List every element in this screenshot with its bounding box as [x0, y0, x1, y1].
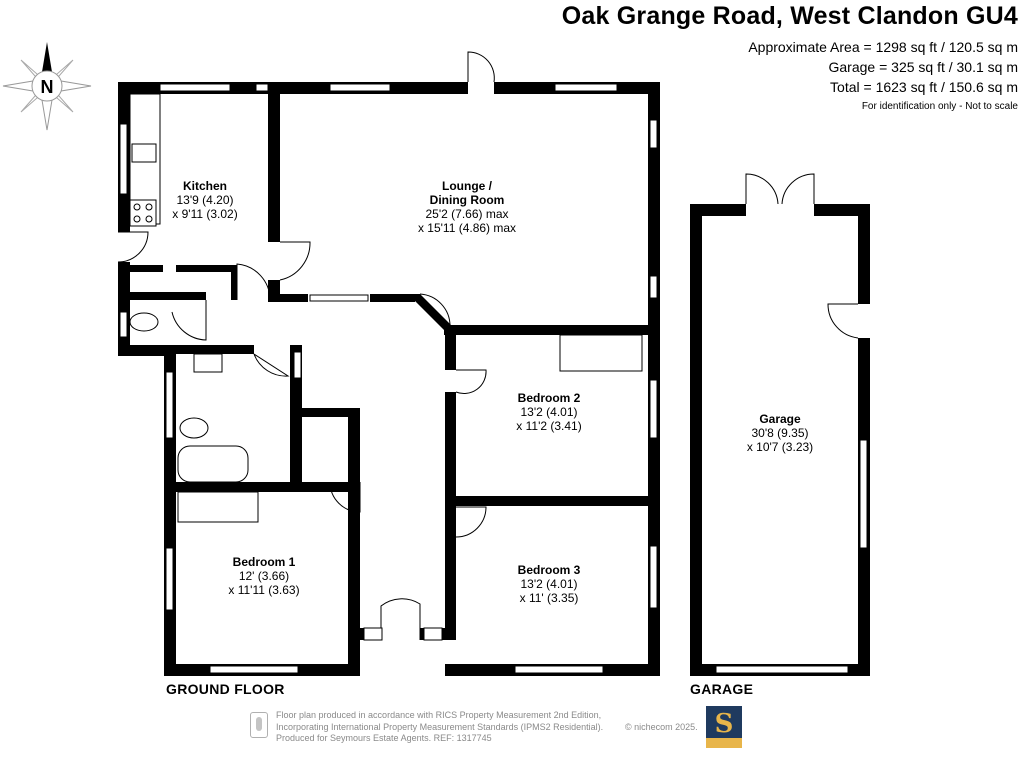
footer-line-3: Produced for Seymours Estate Agents. REF…: [276, 733, 492, 743]
bedroom3-name: Bedroom 3: [518, 563, 581, 577]
footer-notes: Floor plan produced in accordance with R…: [276, 710, 603, 745]
kitchen-dim1: 13'9 (4.20): [177, 193, 234, 207]
room-labels: Kitchen 13'9 (4.20) x 9'11 (3.02) Lounge…: [172, 179, 813, 605]
wardrobe-bedroom1: [177, 491, 259, 523]
garage-dim1: 30'8 (9.35): [752, 426, 809, 440]
agent-logo: S: [706, 706, 742, 748]
bedroom1-dim1: 12' (3.66): [239, 569, 289, 583]
kitchen-dim2: x 9'11 (3.02): [172, 207, 237, 221]
wc-toilet: [129, 312, 159, 332]
bedroom3-dim1: 13'2 (4.01): [521, 577, 578, 591]
garage-area: Garage = 325 sq ft / 30.1 sq m: [828, 59, 1019, 75]
logo-letter: S: [714, 709, 734, 739]
bedroom1-dim2: x 11'11 (3.63): [228, 583, 299, 597]
logo-band: [706, 738, 742, 748]
bathroom-basin: [193, 353, 223, 373]
ground-floor-label: GROUND FLOOR: [166, 681, 285, 697]
document-icon: [250, 712, 268, 738]
bedroom2-dim2: x 11'2 (3.41): [516, 419, 581, 433]
lounge-dim2: x 15'11 (4.86) max: [418, 221, 516, 235]
kitchen-name: Kitchen: [183, 179, 227, 193]
approximate-area: Approximate Area = 1298 sq ft / 120.5 sq…: [748, 39, 1018, 55]
kitchen-sink: [131, 143, 157, 163]
bedroom3-dim2: x 11' (3.35): [520, 591, 579, 605]
copyright: © nichecom 2025.: [625, 722, 698, 732]
bath: [177, 445, 249, 483]
bedroom2-dim1: 13'2 (4.01): [521, 405, 578, 419]
steps: [363, 627, 443, 641]
lounge-name-1: Lounge /: [442, 179, 493, 193]
footer-line-2: Incorporating International Property Mea…: [276, 721, 604, 732]
lounge-name-2: Dining Room: [430, 193, 505, 207]
property-title: Oak Grange Road, West Clandon GU4: [561, 2, 1018, 30]
footer-line-1: Floor plan produced in accordance with R…: [276, 710, 602, 720]
wardrobe-bedroom2: [559, 334, 643, 372]
total-area: Total = 1623 sq ft / 150.6 sq m: [830, 79, 1018, 95]
fixtures: [129, 93, 643, 523]
lounge-dim1: 25'2 (7.66) max: [426, 207, 509, 221]
garage-floor-label: GARAGE: [690, 681, 754, 697]
garage-name: Garage: [759, 412, 801, 426]
door-swings: [117, 51, 859, 640]
scale-note: For identification only - Not to scale: [861, 101, 1018, 112]
garage-dim2: x 10'7 (3.23): [747, 440, 813, 454]
compass-rose-icon: N: [2, 42, 92, 131]
kitchen-hob: [129, 199, 157, 227]
bathroom-toilet: [179, 417, 209, 439]
bedroom1-name: Bedroom 1: [233, 555, 296, 569]
bedroom2-name: Bedroom 2: [518, 391, 581, 405]
compass-north-label: N: [41, 77, 54, 97]
windows: [119, 83, 868, 674]
